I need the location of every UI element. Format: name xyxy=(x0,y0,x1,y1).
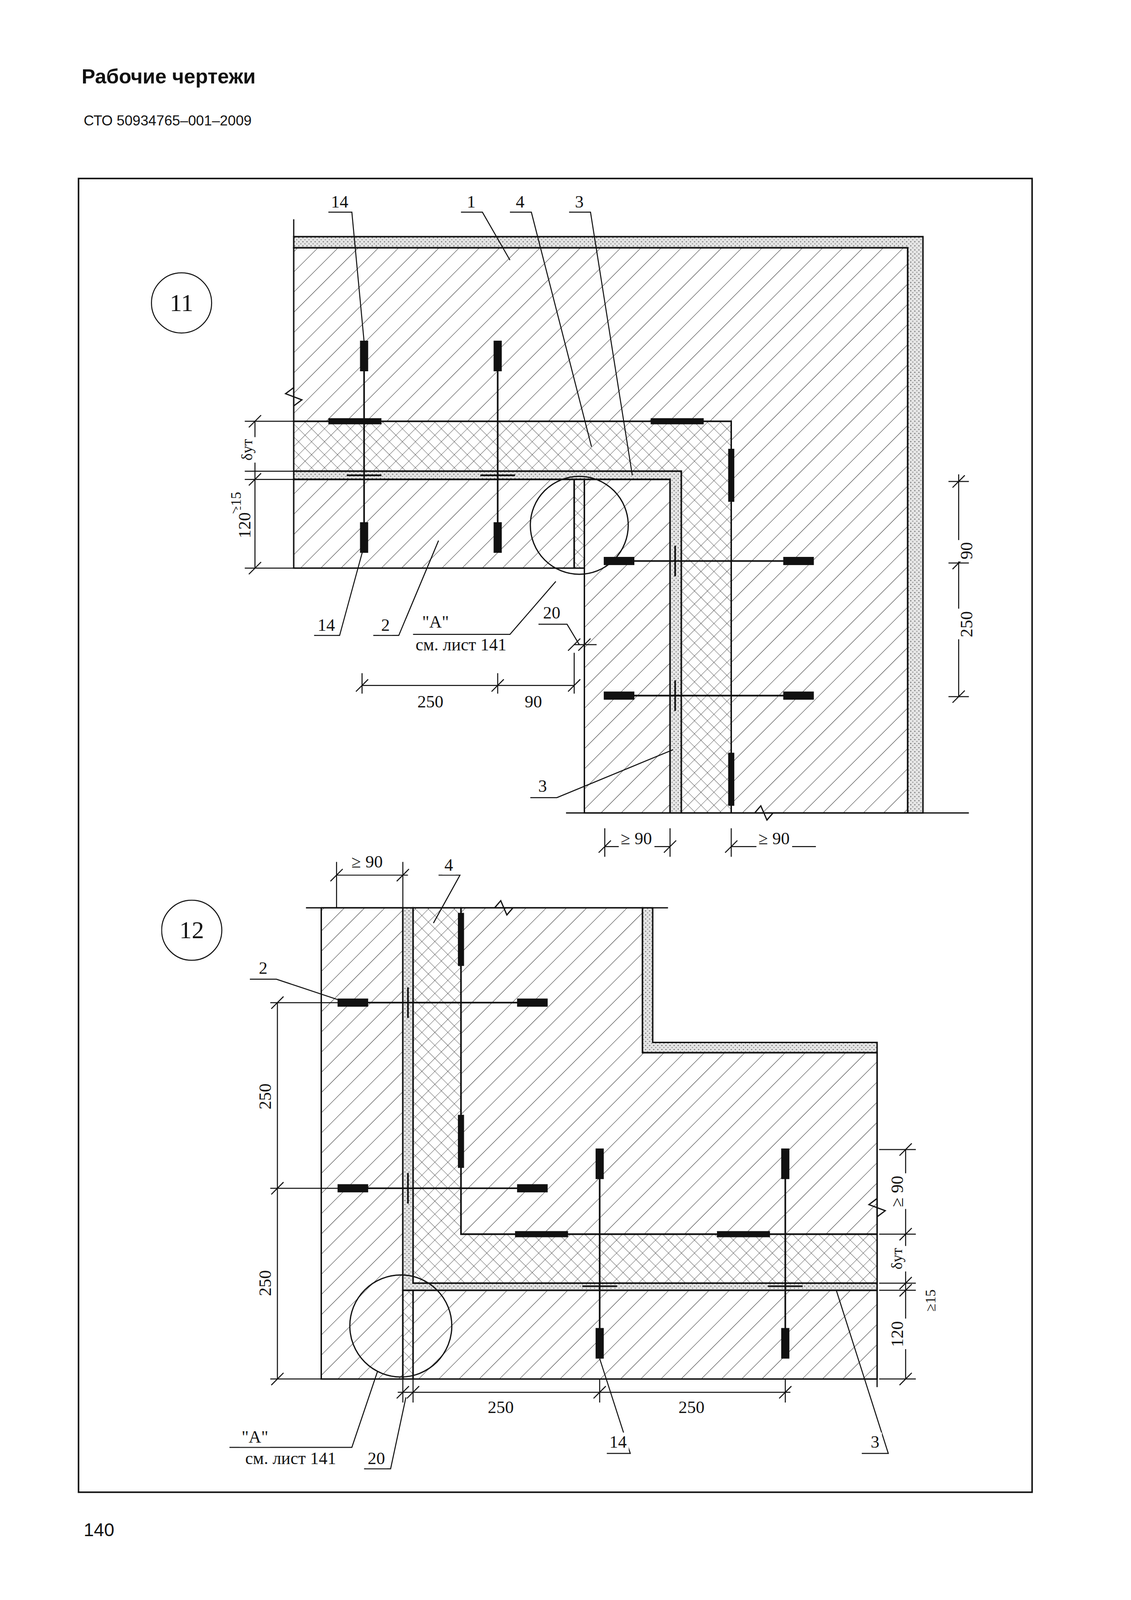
callout-text: ≥ 90 xyxy=(756,828,792,848)
page-title: Рабочие чертежи xyxy=(81,65,256,89)
callout-text: 14 xyxy=(328,192,351,212)
callout-text: 4 xyxy=(442,855,456,875)
dimension-text: 90 xyxy=(957,539,977,562)
callout-text: 2 xyxy=(378,615,392,635)
callout-text: см. лист 141 xyxy=(413,634,509,654)
callout-text: 3 xyxy=(536,776,550,796)
callout-text: 250 xyxy=(485,1397,516,1417)
dimension-text: δут xyxy=(888,1245,907,1272)
callout-text: 14 xyxy=(315,615,338,635)
drawing-number: 12 xyxy=(179,916,205,944)
callout-text: ≥ 90 xyxy=(618,828,654,848)
callout-text: 3 xyxy=(572,192,586,212)
callout-text: 140 xyxy=(81,1519,117,1541)
dimension-text: ≥15 xyxy=(923,1287,940,1314)
callout-text: 4 xyxy=(513,192,527,212)
callout-text: 250 xyxy=(676,1397,707,1417)
dimension-text: 120 xyxy=(234,510,255,541)
callout-text: 1 xyxy=(464,192,478,212)
callout-text: СТО 50934765–001–2009 xyxy=(81,112,254,129)
callout-text: "А" xyxy=(420,612,451,632)
dimension-text: 120 xyxy=(887,1318,908,1349)
callout-text: см. лист 141 xyxy=(243,1448,338,1469)
callout-text: ≥ 90 xyxy=(349,851,385,872)
drawing-number-circle: 12 xyxy=(160,899,223,961)
callout-text: "А" xyxy=(239,1427,270,1447)
callout-text: 250 xyxy=(415,691,446,711)
dimension-text: ≥ 90 xyxy=(887,1173,908,1209)
callout-text: 2 xyxy=(256,958,270,978)
callout-text: 20 xyxy=(540,603,563,623)
callout-text: 3 xyxy=(868,1432,882,1452)
dimension-text: 250 xyxy=(255,1081,275,1112)
drawing-number: 11 xyxy=(169,289,194,317)
callout-text: 14 xyxy=(607,1432,629,1452)
callout-text: 90 xyxy=(522,691,545,711)
dimension-text: δут xyxy=(238,436,257,463)
drawing-number-circle: 11 xyxy=(150,272,213,334)
dimension-text: 250 xyxy=(957,609,977,640)
dimension-text: 250 xyxy=(255,1267,275,1298)
callout-text: 20 xyxy=(365,1448,388,1469)
